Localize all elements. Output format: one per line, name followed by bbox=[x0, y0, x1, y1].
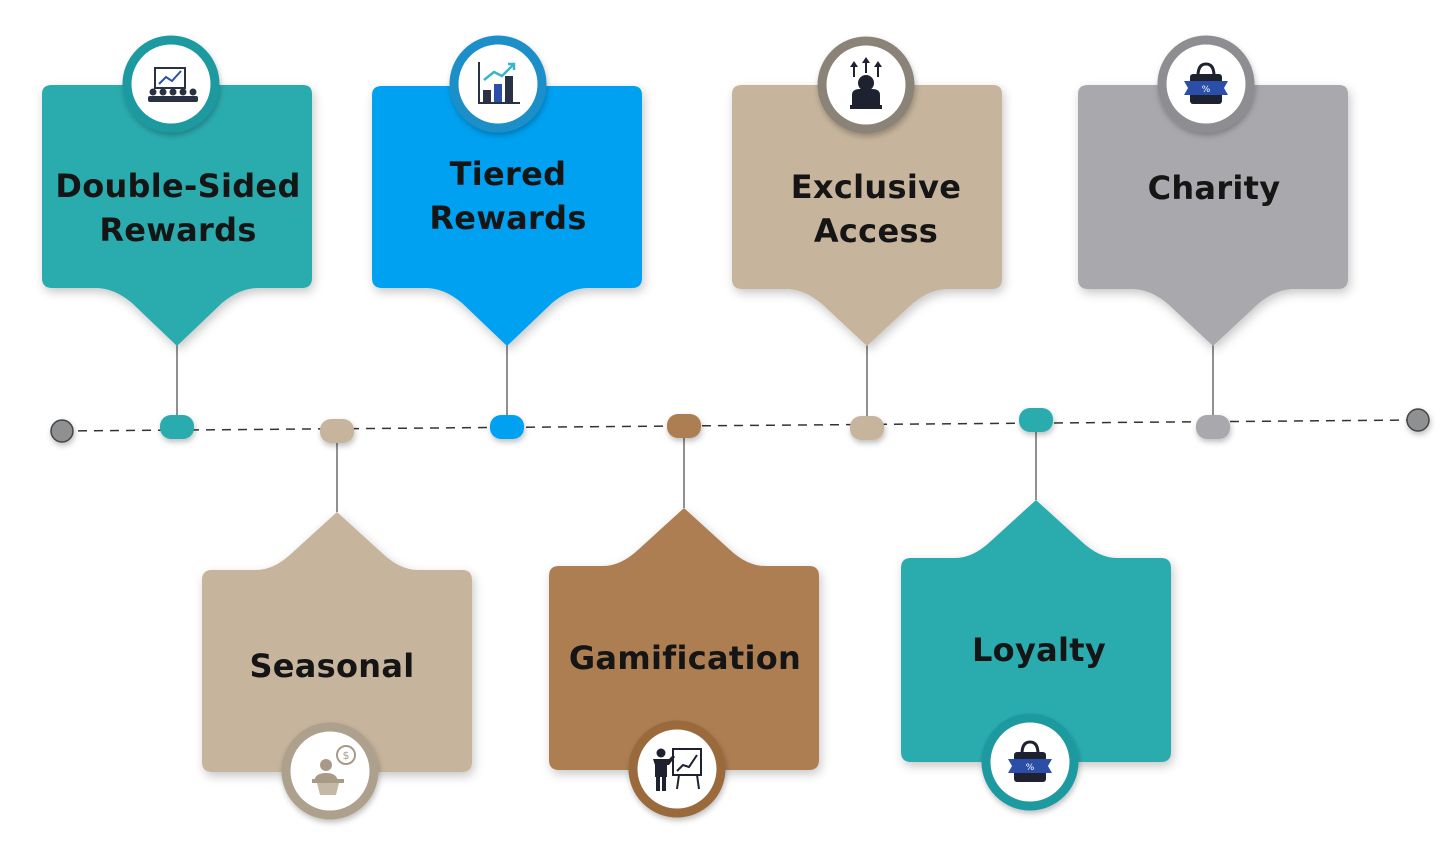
presenter-chart-icon bbox=[628, 720, 726, 818]
icon-badges: % $ bbox=[122, 35, 1255, 820]
card-seasonal bbox=[202, 512, 472, 772]
label-line: Rewards bbox=[429, 199, 587, 237]
timeline-dot-double-sided bbox=[160, 415, 194, 439]
timeline bbox=[50, 408, 1430, 443]
timeline-dot-gamification bbox=[667, 414, 701, 438]
card-tiered-rewards bbox=[372, 86, 642, 346]
timeline-dot-tiered bbox=[490, 415, 524, 439]
label-line: Access bbox=[813, 212, 939, 250]
growth-chart-icon bbox=[449, 35, 547, 133]
label-charity: Charity bbox=[1078, 166, 1350, 210]
card-charity bbox=[1078, 85, 1348, 346]
timeline-dot-exclusive bbox=[850, 416, 884, 440]
label-exclusive-access: Exclusive Access bbox=[740, 165, 1012, 253]
label-line: Charity bbox=[1147, 169, 1281, 207]
label-line: Seasonal bbox=[249, 647, 415, 685]
label-gamification: Gamification bbox=[549, 636, 821, 680]
timeline-dot-loyalty bbox=[1019, 408, 1053, 432]
bottom-cards bbox=[202, 500, 1171, 772]
card-loyalty bbox=[901, 500, 1171, 762]
shopping-bag-discount-icon: % bbox=[1157, 35, 1255, 133]
connectors bbox=[176, 345, 1214, 512]
timeline-end-node bbox=[1406, 408, 1430, 432]
label-loyalty: Loyalty bbox=[903, 628, 1175, 672]
label-line: Gamification bbox=[568, 639, 802, 677]
label-tiered-rewards: Tiered Rewards bbox=[372, 152, 644, 240]
label-line: Loyalty bbox=[971, 631, 1107, 669]
card-gamification bbox=[549, 508, 819, 770]
label-double-sided-rewards: Double-Sided Rewards bbox=[42, 164, 314, 252]
label-line: Exclusive bbox=[790, 168, 962, 206]
top-cards bbox=[42, 85, 1348, 346]
svg-text:$: $ bbox=[343, 749, 350, 762]
timeline-line bbox=[61, 419, 1419, 432]
card-double-sided-rewards bbox=[42, 85, 312, 346]
label-line: Tiered bbox=[449, 155, 567, 193]
person-arrows-icon bbox=[817, 36, 915, 134]
svg-text:%: % bbox=[1202, 85, 1211, 95]
label-line: Rewards bbox=[99, 211, 257, 249]
shopping-bag-discount-icon: % bbox=[981, 713, 1079, 811]
svg-text:%: % bbox=[1026, 763, 1035, 773]
timeline-dots bbox=[160, 408, 1230, 443]
label-seasonal: Seasonal bbox=[196, 644, 468, 688]
timeline-start-node bbox=[50, 419, 74, 443]
card-exclusive-access bbox=[732, 85, 1002, 346]
presentation-audience-icon bbox=[122, 35, 220, 133]
speaker-podium-dollar-icon: $ bbox=[281, 722, 379, 820]
label-line: Double-Sided bbox=[55, 167, 301, 205]
timeline-dot-charity bbox=[1196, 415, 1230, 439]
timeline-dot-seasonal bbox=[320, 419, 354, 443]
